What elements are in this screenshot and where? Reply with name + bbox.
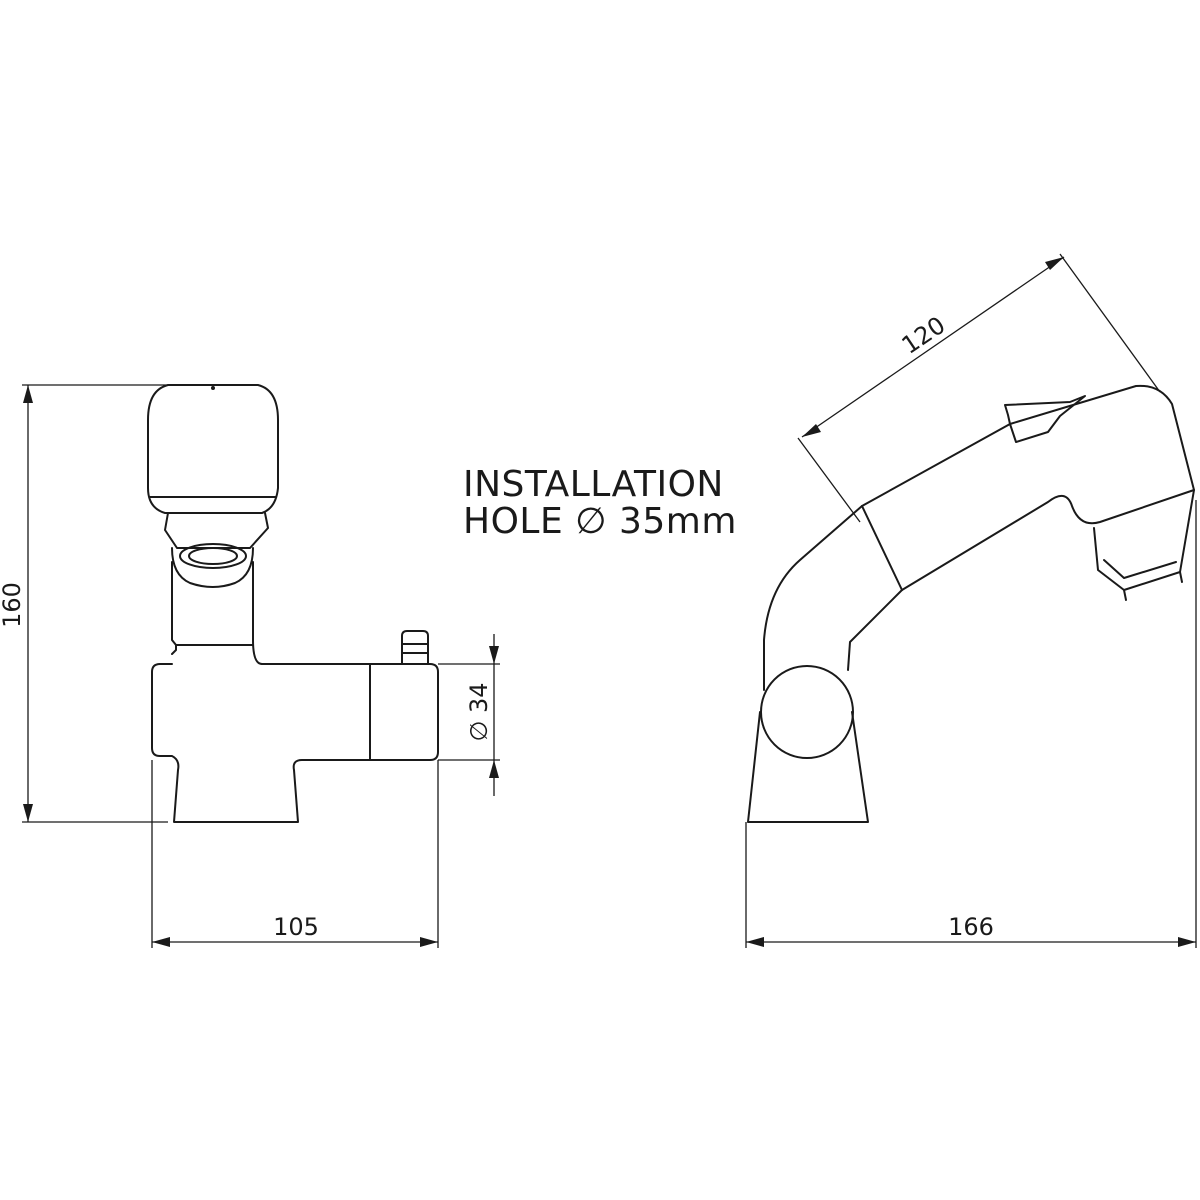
side-width-label: 166	[948, 913, 994, 941]
spout-length-label: 120	[897, 311, 951, 360]
front-view	[147, 384, 439, 823]
dimension-lines	[22, 253, 1197, 948]
trigger-lever	[1004, 395, 1086, 443]
handle-cap	[147, 384, 279, 514]
body	[151, 663, 439, 823]
installation-note-line2: HOLE ∅ 35mm	[463, 501, 737, 542]
height-label: 160	[0, 582, 26, 628]
side-body-circle	[760, 665, 854, 759]
installation-note-line1: INSTALLATION	[463, 464, 724, 505]
spout-tube	[763, 505, 863, 691]
lever-pin	[401, 630, 429, 665]
front-width-label: 105	[273, 913, 319, 941]
side-base	[747, 711, 869, 823]
spray-outlet	[1093, 489, 1195, 591]
side-view	[747, 384, 1195, 823]
spray-head	[861, 384, 1195, 591]
outlet-diameter-label: ∅ 34	[465, 682, 493, 741]
installation-note: INSTALLATION HOLE ∅ 35mm	[463, 466, 737, 540]
neck	[171, 561, 177, 655]
handle-collar	[164, 512, 269, 549]
nozzle-ring	[211, 386, 215, 390]
spout-length-dimension-line	[801, 256, 1065, 438]
